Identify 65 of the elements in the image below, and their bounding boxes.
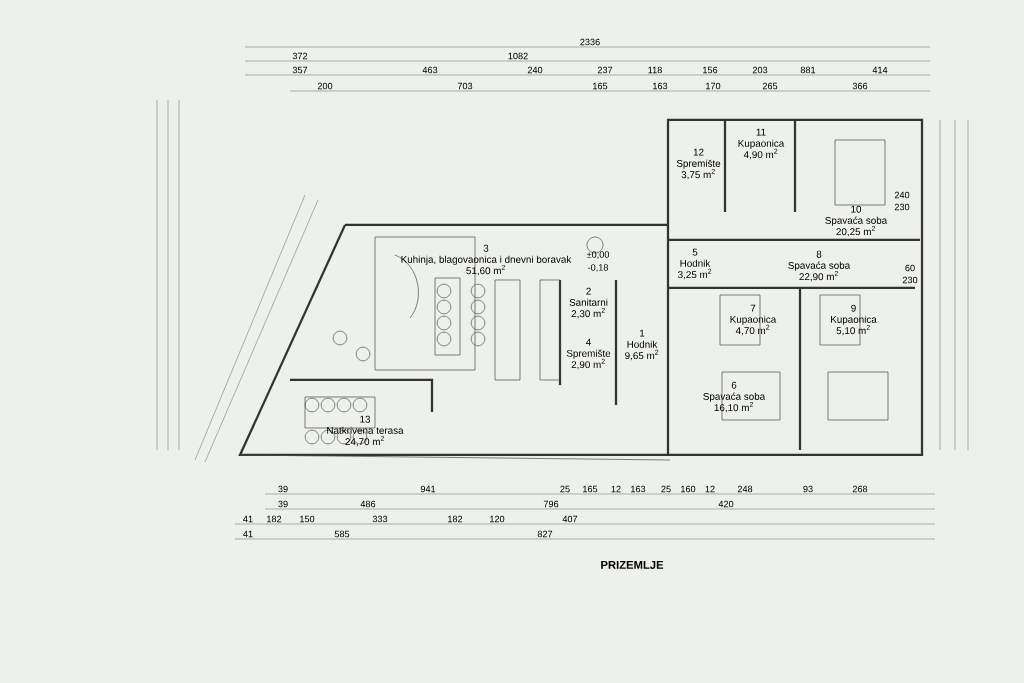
dimension-label: 585 bbox=[334, 530, 350, 538]
dimension-label: 941 bbox=[420, 485, 436, 493]
dimension-label: 827 bbox=[537, 530, 553, 538]
dimension-label: 39 bbox=[278, 500, 288, 508]
dimension-label: 60 bbox=[905, 264, 915, 272]
dimension-label: 12 bbox=[705, 485, 715, 493]
dimension-label: 25 bbox=[661, 485, 671, 493]
dimension-label: 414 bbox=[872, 66, 888, 74]
dimension-label: 120 bbox=[490, 515, 505, 523]
level-label: ±0,00 bbox=[586, 251, 610, 259]
dimension-label: 407 bbox=[562, 515, 578, 523]
dimension-label: 182 bbox=[267, 515, 282, 523]
dimension-label: 463 bbox=[422, 66, 438, 74]
dimension-label: 200 bbox=[317, 82, 333, 90]
dimension-label: 182 bbox=[448, 515, 463, 523]
dimension-label: 486 bbox=[360, 500, 376, 508]
dimension-label: 240 bbox=[527, 66, 543, 74]
room-label: 8 Spavaća soba 22,90 m$^{2}$ bbox=[788, 250, 851, 282]
room-label: 13 Natkrivena terasa 24,70 m$^{2}$ bbox=[327, 415, 404, 447]
dimension-label: 12 bbox=[611, 485, 621, 493]
dimension-label: 333 bbox=[372, 515, 388, 523]
dimension-label: 1082 bbox=[508, 52, 528, 60]
dimension-label: 230 bbox=[902, 276, 918, 284]
dimension-label: 2336 bbox=[580, 38, 600, 46]
caption: PRIZEMLJE bbox=[601, 561, 664, 569]
room-label: 10 Spavaća soba 20,25 m$^{2}$ bbox=[825, 205, 888, 237]
room-label: 6 Spavaća soba 16,10 m$^{2}$ bbox=[703, 381, 766, 413]
dimension-label: 39 bbox=[278, 485, 288, 493]
dimension-label: 230 bbox=[894, 203, 910, 211]
dimension-label: 881 bbox=[800, 66, 816, 74]
dimension-label: 93 bbox=[803, 485, 813, 493]
dimension-label: 420 bbox=[718, 500, 734, 508]
dimension-label: 796 bbox=[543, 500, 559, 508]
dimension-label: 240 bbox=[894, 191, 910, 199]
dimension-label: 248 bbox=[737, 485, 753, 493]
dimension-label: 165 bbox=[593, 82, 608, 90]
room-label: 7 Kupaonica 4,70 m$^{2}$ bbox=[730, 304, 777, 336]
dimension-label: 237 bbox=[597, 66, 613, 74]
dimension-label: 268 bbox=[852, 485, 868, 493]
dimension-label: 163 bbox=[631, 485, 646, 493]
dimension-label: 25 bbox=[560, 485, 570, 493]
room-label: 11 Kupaonica 4,90 m$^{2}$ bbox=[738, 128, 785, 160]
dimension-label: 265 bbox=[762, 82, 778, 90]
room-label: 2 Sanitarni 2,30 m$^{2}$ bbox=[569, 287, 608, 319]
room-label: 4 Spremište 2,90 m$^{2}$ bbox=[566, 338, 611, 370]
room-label: 1 Hodnik 9,65 m$^{2}$ bbox=[625, 329, 659, 361]
level-label: -0,18 bbox=[588, 264, 608, 272]
dimension-label: 41 bbox=[243, 515, 253, 523]
dimension-label: 170 bbox=[706, 82, 721, 90]
room-label: 3 Kuhinja, blagovaonica i dnevni boravak 51,60 m$^{2}$ bbox=[401, 244, 572, 276]
dimension-label: 703 bbox=[457, 82, 473, 90]
dimension-label: 41 bbox=[243, 530, 253, 538]
dimension-label: 156 bbox=[703, 66, 718, 74]
room-label: 12 Spremište 3,75 m$^{2}$ bbox=[676, 148, 721, 180]
dimension-label: 366 bbox=[852, 82, 868, 90]
room-label: 9 Kupaonica 5,10 m$^{2}$ bbox=[831, 304, 877, 336]
dimension-label: 357 bbox=[292, 66, 308, 74]
dimension-label: 203 bbox=[752, 66, 768, 74]
room-label: 5 Hodnik 3,25 m$^{2}$ bbox=[678, 248, 712, 280]
dimension-label: 150 bbox=[300, 515, 315, 523]
dimension-label: 160 bbox=[681, 485, 696, 493]
dimension-label: 372 bbox=[292, 52, 308, 60]
dimension-label: 163 bbox=[653, 82, 668, 90]
dimension-label: 165 bbox=[583, 485, 598, 493]
dimension-label: 118 bbox=[648, 66, 662, 74]
